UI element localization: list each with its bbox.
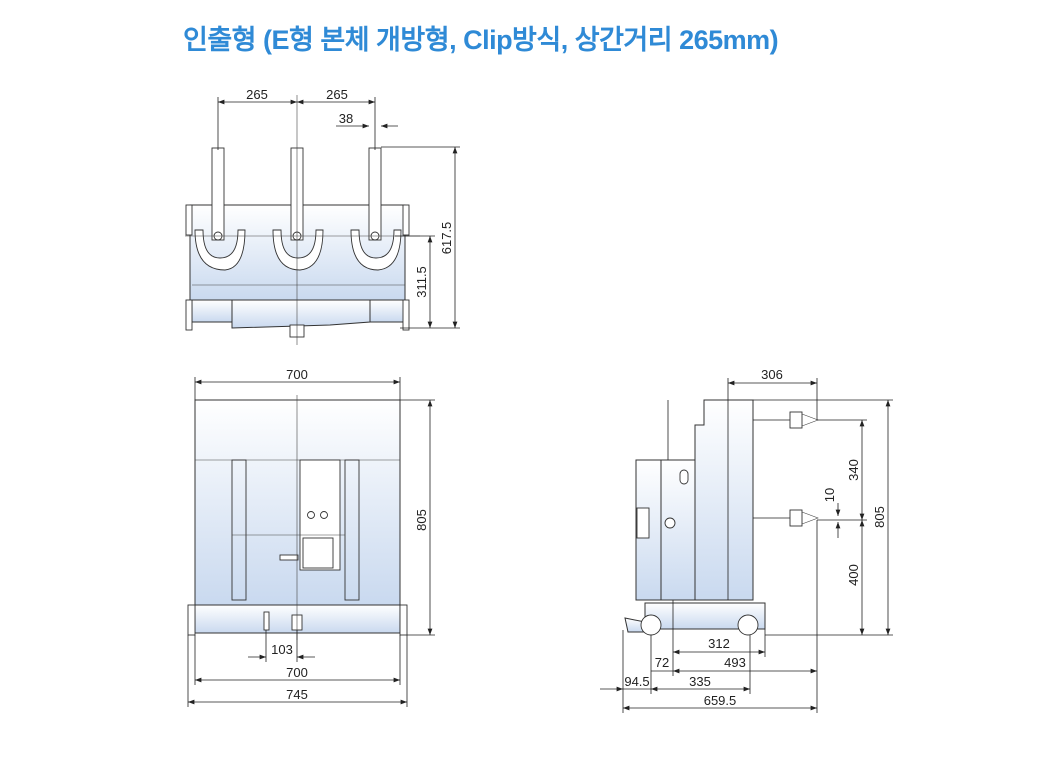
dim-overall-width: 745 [286,687,308,702]
dim-clip-offset: 10 [822,488,837,502]
dim-pitch-right: 265 [326,87,348,102]
pole-right [350,147,402,271]
dim-pitch-left: 265 [246,87,268,102]
dim-offset: 103 [271,642,293,657]
dim-width-top: 700 [286,367,308,382]
front-view: 700 805 103 700 745 [187,367,435,707]
dim-width-bottom: 700 [286,665,308,680]
dim-overall-depth: 659.5 [704,693,737,708]
dim-94-5: 94.5 [624,674,649,689]
dim-clip-depth: 306 [761,367,783,382]
dim-terminal-width: 38 [339,111,353,126]
dim-pitch-vertical: 340 [846,459,861,481]
upper-clip [753,411,819,429]
top-view: 265 265 38 617.5 311.5 [185,87,460,345]
dim-493: 493 [724,655,746,670]
dim-wheel-span: 312 [708,636,730,651]
dim-lower-height: 400 [846,564,861,586]
side-view: 306 805 340 400 10 312 72 493 94.5 335 6 [600,367,893,713]
dim-height: 805 [414,509,429,531]
dim-72: 72 [655,655,669,670]
dim-335: 335 [689,674,711,689]
dim-total-height: 617.5 [439,222,454,255]
page-title: 인출형 (E형 본체 개방형, Clip방식, 상간거리 265mm) [183,25,779,55]
lower-clip [753,509,819,527]
dim-terminal-height: 311.5 [414,266,429,298]
dim-overall-height: 805 [872,506,887,528]
pole-left [194,147,246,271]
